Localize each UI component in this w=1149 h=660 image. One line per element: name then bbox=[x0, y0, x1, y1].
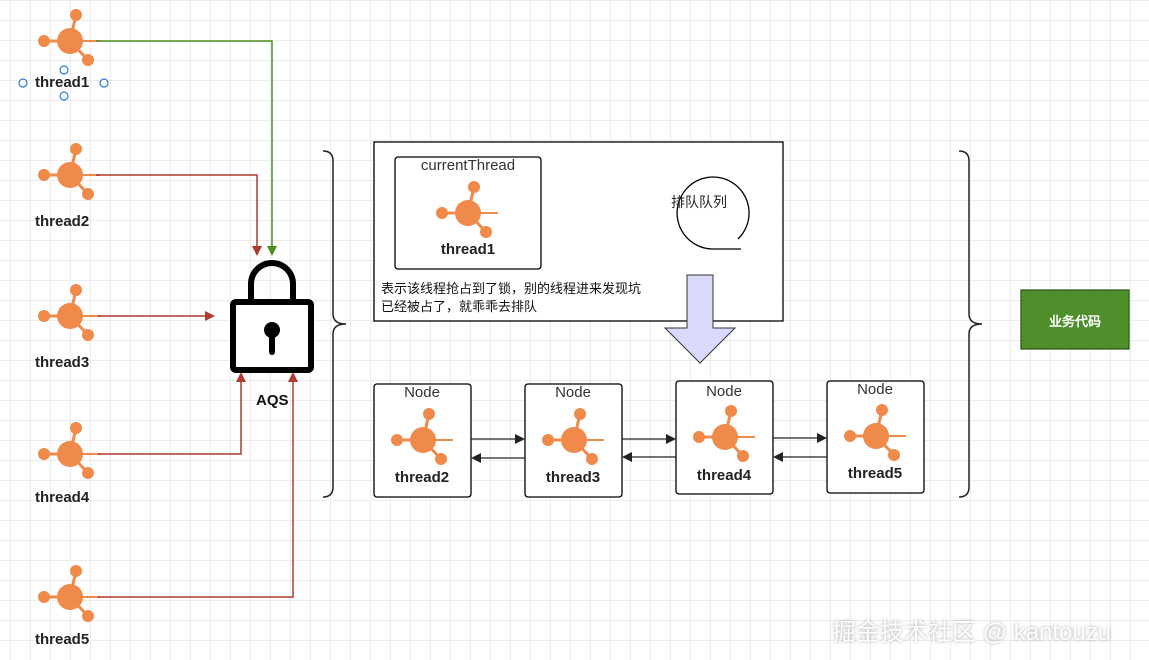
left-brace bbox=[322, 150, 347, 498]
thread2-to-lock-connector bbox=[96, 174, 262, 256]
thread2-label: thread2 bbox=[35, 213, 90, 230]
business-code-box bbox=[1020, 289, 1130, 350]
queue-shape bbox=[676, 176, 750, 250]
lock-icon bbox=[230, 260, 314, 373]
thread5-label: thread5 bbox=[35, 631, 90, 648]
business-code-label: 业务代码 bbox=[1048, 314, 1101, 329]
selection-handles[interactable] bbox=[18, 65, 109, 101]
thread2-actor-icon bbox=[36, 141, 102, 202]
thread3-label: thread3 bbox=[35, 354, 90, 371]
thread1-label[interactable]: thread1 bbox=[35, 74, 90, 91]
node-thread-label: thread3 bbox=[545, 469, 601, 486]
thread1-actor-icon bbox=[36, 7, 102, 68]
thread3-actor-icon bbox=[36, 282, 102, 343]
node-thread-label: thread5 bbox=[847, 465, 903, 482]
node-title: Node bbox=[706, 383, 742, 400]
thread4-label: thread4 bbox=[35, 489, 90, 506]
node-thread-label: thread2 bbox=[394, 469, 450, 486]
node-thread-label: thread4 bbox=[696, 467, 752, 484]
thread1-to-lock-connector bbox=[96, 40, 277, 256]
thread5-actor-icon bbox=[36, 563, 102, 624]
thread4-actor-icon bbox=[36, 420, 102, 481]
watermark: 掘金技术社区 @ kantouzu bbox=[832, 619, 1112, 646]
aqs-label: AQS bbox=[256, 392, 289, 409]
down-arrow-icon bbox=[663, 274, 737, 364]
queue-label: 排队队列 bbox=[671, 194, 727, 210]
right-brace bbox=[958, 150, 983, 498]
thread5-to-lock-connector bbox=[98, 372, 298, 598]
current-thread-name: thread1 bbox=[440, 241, 496, 258]
node-link-arrows bbox=[471, 433, 827, 463]
node-title: Node bbox=[404, 384, 440, 401]
node-title: Node bbox=[555, 384, 591, 401]
state-description: 表示该线程抢占到了锁，别的线程进来发现坑已经被占了，就乖乖去排队 bbox=[381, 281, 642, 314]
node-title: Node bbox=[857, 381, 893, 398]
current-thread-title: currentThread bbox=[420, 157, 516, 174]
thread4-to-lock-connector bbox=[98, 372, 246, 455]
